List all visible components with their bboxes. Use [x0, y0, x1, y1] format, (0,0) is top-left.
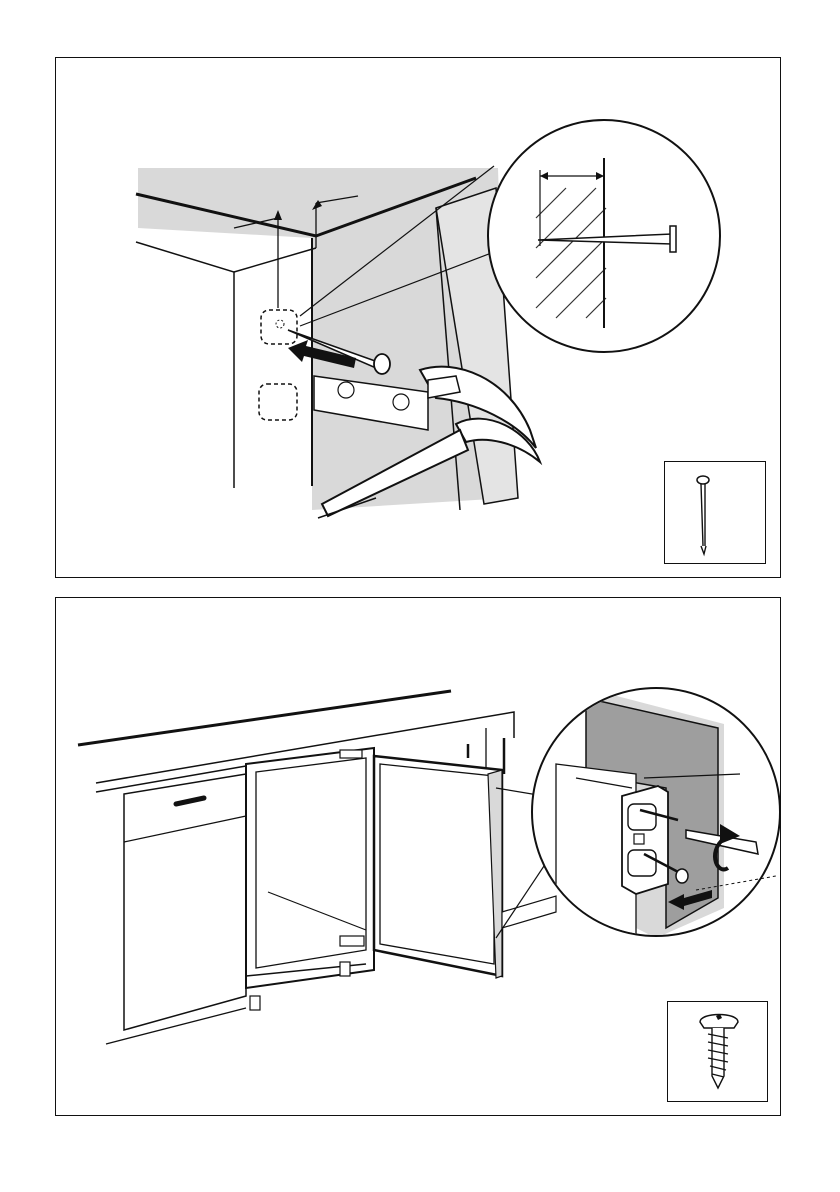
foot-right [340, 962, 350, 976]
hinge-plate [622, 786, 668, 894]
top-hinge [340, 750, 362, 758]
nail-inset [664, 461, 766, 564]
detail-magnifier [532, 688, 780, 938]
screw-inset [667, 1001, 768, 1102]
fixing-hole-upper [261, 310, 297, 344]
nail-icon [665, 462, 767, 565]
screw-icon [668, 1002, 769, 1103]
detail-magnifier [488, 120, 720, 352]
appliance-door [374, 756, 502, 976]
bottom-hinge [340, 936, 364, 946]
cabinet-corner [136, 242, 234, 488]
left-cabinet [124, 774, 246, 1030]
foot-left [250, 996, 260, 1010]
fixing-hole-lower [259, 384, 297, 420]
nail-head [374, 354, 390, 374]
countertop [78, 691, 451, 745]
